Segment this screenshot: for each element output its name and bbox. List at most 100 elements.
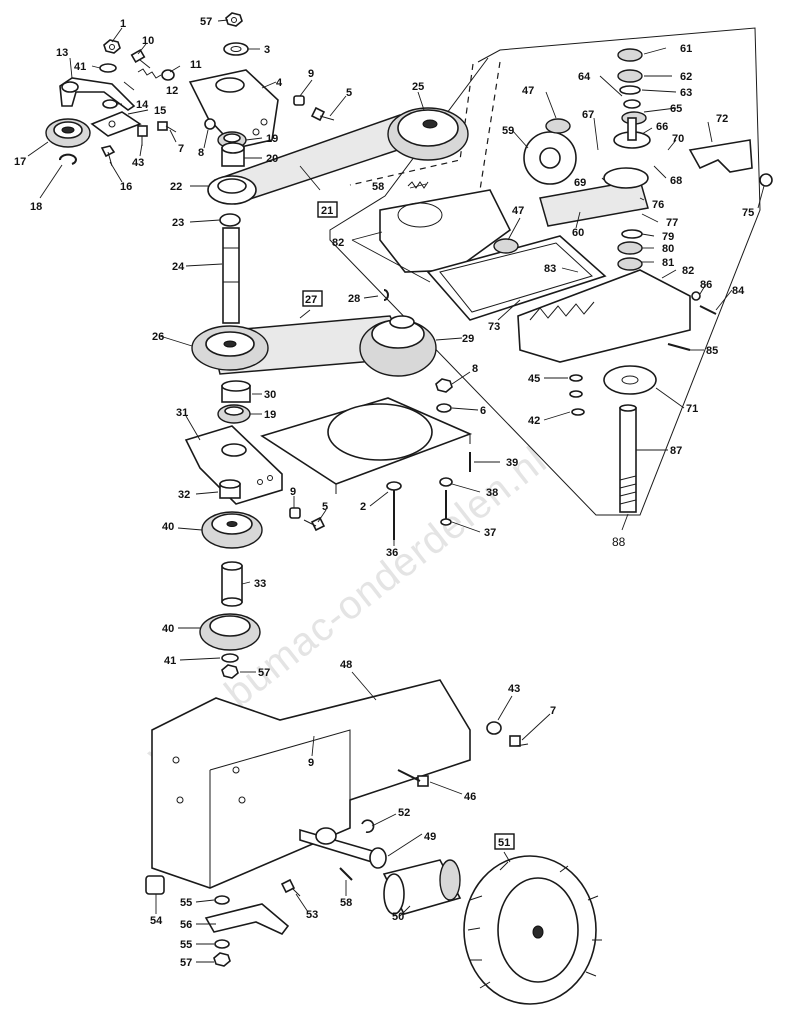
label-64: 64: [578, 71, 591, 83]
part-circlip-18: [59, 153, 77, 165]
part-bolt-8-top: [204, 118, 216, 130]
part-pulley-25: [387, 107, 469, 161]
label-1: 1: [120, 18, 126, 30]
label-53: 53: [306, 909, 318, 921]
part-shaft-24: [222, 227, 240, 324]
label-65: 65: [670, 103, 682, 115]
label-3: 3: [264, 44, 270, 56]
label-60: 60: [572, 227, 584, 239]
label-71: 71: [686, 403, 698, 415]
part-bolt-5-mid: [303, 516, 326, 532]
callout-box-27: [302, 290, 323, 307]
label-28: 28: [348, 293, 360, 305]
label-25: 25: [412, 81, 424, 93]
part-bolt-2: [386, 481, 402, 540]
label-11: 11: [190, 59, 202, 71]
label-41-top: 41: [74, 61, 86, 73]
part-bolt-43-top: [137, 125, 148, 146]
label-49: 49: [424, 831, 436, 843]
label-52: 52: [398, 807, 410, 819]
part-bolt-5-top: [310, 106, 335, 122]
label-43-lower: 43: [508, 683, 520, 695]
part-spacer-20: [221, 142, 245, 167]
part-bracket-15: [90, 111, 142, 137]
part-washer-71: [603, 365, 657, 395]
label-30: 30: [264, 389, 276, 401]
part-bracket-31: [184, 425, 283, 505]
part-clip-52: [361, 819, 375, 833]
label-24: 24: [172, 261, 185, 273]
part-washer-3: [223, 42, 249, 56]
part-washers-45-42: [569, 374, 585, 416]
label-36: 36: [386, 547, 398, 559]
part-bolt-7-lower: [509, 735, 529, 747]
label-17: 17: [14, 156, 26, 168]
label-61: 61: [680, 43, 692, 55]
label-68: 68: [670, 175, 682, 187]
part-bracket-4: [188, 69, 279, 149]
part-bushing-43-lower: [486, 721, 502, 735]
part-spacer-30: [221, 380, 251, 403]
part-pulley-40-upper: [201, 511, 263, 549]
label-72: 72: [716, 113, 728, 125]
part-chain-60: [539, 179, 649, 227]
part-washer-55-top: [214, 895, 230, 905]
label-4: 4: [276, 77, 283, 89]
label-22: 22: [170, 181, 182, 193]
part-sprocket-59: [523, 131, 577, 185]
part-bearing-17: [45, 118, 91, 148]
label-12: 12: [166, 85, 178, 97]
part-bearing-19-mid: [217, 404, 251, 424]
label-14: 14: [136, 99, 149, 111]
label-46: 46: [464, 791, 476, 803]
label-27: 27: [305, 294, 317, 306]
part-plate: [260, 397, 473, 494]
label-66: 66: [656, 121, 668, 133]
label-51: 51: [498, 837, 510, 849]
part-sprocket-69: [603, 167, 649, 189]
label-19-mid: 19: [264, 409, 276, 421]
label-48: 48: [340, 659, 352, 671]
part-lever-56: [204, 903, 290, 935]
label-82-left: 82: [332, 237, 344, 249]
callout-box-21: [317, 201, 338, 218]
callout-box-51: [494, 833, 515, 850]
part-spring-12: [137, 68, 162, 79]
part-axle: [299, 827, 378, 863]
label-59: 59: [502, 125, 514, 137]
label-41-lower: 41: [164, 655, 176, 667]
label-31: 31: [176, 407, 188, 419]
label-84: 84: [732, 285, 745, 297]
label-87: 87: [670, 445, 682, 457]
part-bushing-9-mid: [289, 507, 301, 519]
part-bolts-86-85: [667, 291, 717, 351]
part-bushing-23: [219, 213, 241, 227]
label-77: 77: [666, 217, 678, 229]
part-washer-55-bottom: [214, 939, 230, 949]
label-8-mid: 8: [472, 363, 478, 375]
label-79: 79: [662, 231, 674, 243]
part-gear-66: [613, 117, 651, 149]
label-76: 76: [652, 199, 664, 211]
label-88: 88: [612, 535, 626, 549]
part-ring-49: [369, 847, 387, 869]
label-20: 20: [266, 153, 278, 165]
label-2: 2: [360, 501, 366, 513]
label-38: 38: [486, 487, 498, 499]
part-bushing-11: [161, 69, 175, 81]
part-hub-50: [382, 859, 462, 915]
part-pulley-22: [207, 175, 257, 205]
part-number-labels: 1 57 3 10 13 41 11 4 12 9 5 14 15 25 19 …: [14, 16, 754, 969]
part-nut-8-mid: [435, 378, 453, 393]
label-57-mid: 57: [258, 667, 270, 679]
label-58-top: 58: [372, 181, 384, 193]
label-43-top: 43: [132, 157, 144, 169]
part-pulley-26: [191, 325, 269, 371]
part-chassis-48: [151, 679, 471, 889]
part-bolt-53: [280, 878, 301, 897]
part-bolt-7-top: [157, 121, 177, 133]
label-57-top: 57: [200, 16, 212, 28]
label-81: 81: [662, 257, 674, 269]
label-6: 6: [480, 405, 486, 417]
part-pin-54: [145, 875, 165, 895]
